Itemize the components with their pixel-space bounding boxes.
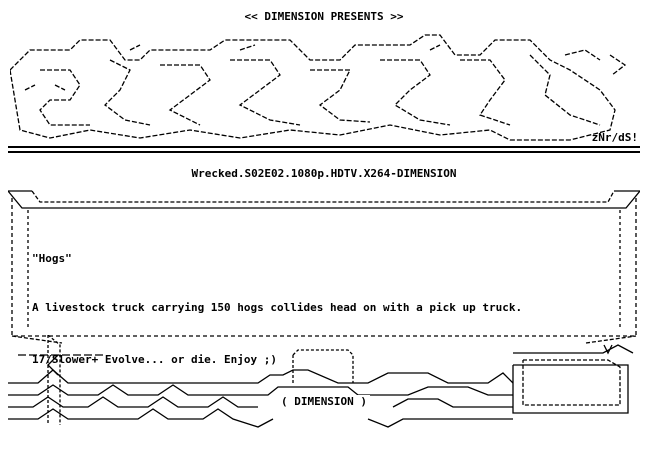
release-name: Wrecked.S02E02.1080p.HDTV.X264-DIMENSION (191, 167, 457, 180)
logo-tag: zNr/dS! (591, 131, 638, 144)
episode-title: "Hogs" (32, 252, 72, 265)
episode-description: A livestock truck carrying 150 hogs coll… (32, 301, 523, 314)
separator-rule (8, 146, 640, 150)
info-box-frame (8, 190, 640, 344)
ascii-logo-art (10, 34, 627, 141)
info-box: "Hogs" A livestock truck carrying 150 ho… (32, 226, 612, 392)
footer-art (8, 335, 634, 428)
presents-header: << DIMENSION PRESENTS >> (244, 10, 404, 23)
separator-rule (8, 151, 640, 155)
footer-label: ( DIMENSION ) (0, 395, 648, 408)
